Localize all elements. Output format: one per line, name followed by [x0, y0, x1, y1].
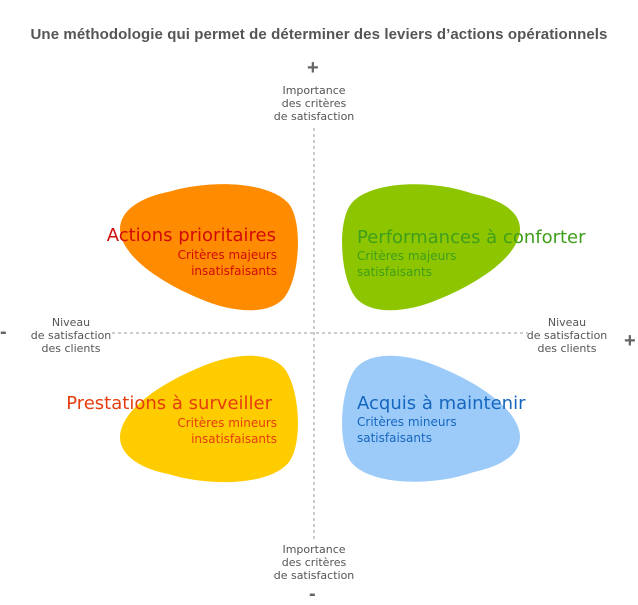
blob-bottom-right	[342, 355, 520, 482]
vertical-axis-bottom-label: Importance des critères de satisfaction	[273, 543, 355, 582]
quadrant-bottom-right-subtitle: Critères mineurs satisfaisants	[357, 415, 457, 445]
diagram-title: Une méthodologie qui permet de détermine…	[30, 26, 608, 43]
vertical-plus-sign: +	[307, 57, 319, 79]
quadrant-top-left-subtitle: Critères majeurs insatisfaisants	[177, 248, 277, 278]
vertical-axis-top-label: Importance des critères de satisfaction	[273, 84, 355, 123]
horizontal-axis-right-label: Niveau de satisfaction des clients	[526, 316, 608, 355]
quadrant-bottom-left-title: Prestations à surveiller	[66, 393, 272, 414]
quadrant-top-left-title: Actions prioritaires	[106, 225, 276, 246]
horizontal-minus-sign: -	[0, 321, 7, 343]
quadrant-top-right-subtitle: Critères majeurs satisfaisants	[357, 249, 457, 279]
blob-top-right	[342, 184, 520, 311]
vertical-minus-sign: -	[309, 583, 316, 605]
quadrant-bottom-right-title: Acquis à maintenir	[357, 393, 526, 414]
quadrant-top-right-title: Performances à conforter	[357, 227, 586, 248]
horizontal-plus-sign: +	[624, 330, 636, 352]
horizontal-axis-left-label: Niveau de satisfaction des clients	[30, 316, 112, 355]
quadrant-bottom-left-subtitle: Critères mineurs insatisfaisants	[177, 416, 277, 446]
blob-top-left	[120, 184, 298, 311]
blob-bottom-left	[120, 355, 298, 483]
